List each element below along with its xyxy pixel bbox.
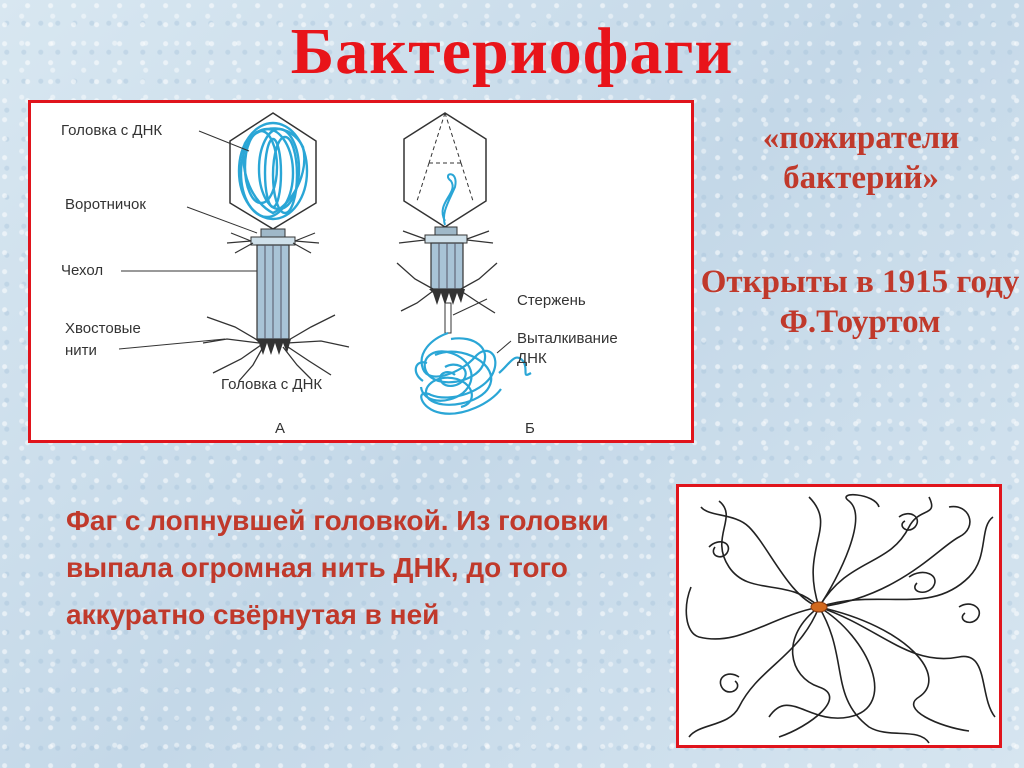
label-ejection-1: Выталкивание bbox=[517, 330, 618, 347]
phage-b-residual-dna bbox=[441, 173, 457, 226]
ejected-dna-tangle bbox=[414, 331, 532, 415]
label-collar: Воротничок bbox=[65, 196, 146, 213]
label-head-dna: Головка с ДНК bbox=[61, 122, 162, 139]
slide-title: Бактериофаги bbox=[290, 15, 734, 88]
label-panel-a: А bbox=[275, 420, 285, 437]
label-rod: Стержень bbox=[517, 292, 586, 309]
label-tail-fibers-1: Хвостовые bbox=[65, 320, 141, 337]
phage-structure-diagram: Головка с ДНК Воротничок Чехол Хвостовые… bbox=[61, 112, 618, 437]
phage-a-dna-coil bbox=[237, 121, 309, 221]
burst-phage-caption: Фаг с лопнувшей головкой. Из головки вып… bbox=[66, 505, 609, 630]
label-head-dna-bottom: Головка с ДНК bbox=[221, 376, 322, 393]
phage-a-base-plate bbox=[255, 339, 291, 355]
phage-a-sheath bbox=[256, 244, 290, 340]
phage-a-tail-fibers bbox=[202, 314, 350, 382]
phage-diagram-frame: Головка с ДНК Воротничок Чехол Хвостовые… bbox=[28, 100, 694, 443]
burst-phage-dna-illustration bbox=[685, 493, 996, 744]
label-ejection-2: ДНК bbox=[517, 350, 547, 367]
label-leader-lines bbox=[118, 130, 512, 354]
label-panel-b: Б bbox=[525, 420, 535, 437]
phage-a-collar bbox=[260, 228, 286, 238]
phage-b-contracted-sheath bbox=[430, 242, 464, 290]
burst-phage-head bbox=[810, 601, 828, 613]
nickname-text: «пожиратели бактерий» bbox=[762, 120, 960, 196]
discovery-text: Открыты в 1915 году Ф.Тоуртом bbox=[700, 264, 1020, 340]
burst-phage-photo-frame bbox=[676, 484, 1002, 748]
phage-b-rod bbox=[444, 302, 452, 334]
label-sheath: Чехол bbox=[61, 262, 103, 279]
phage-a-collar-whiskers bbox=[226, 232, 320, 254]
label-tail-fibers-2: нити bbox=[65, 342, 97, 359]
dna-strands bbox=[685, 493, 996, 744]
